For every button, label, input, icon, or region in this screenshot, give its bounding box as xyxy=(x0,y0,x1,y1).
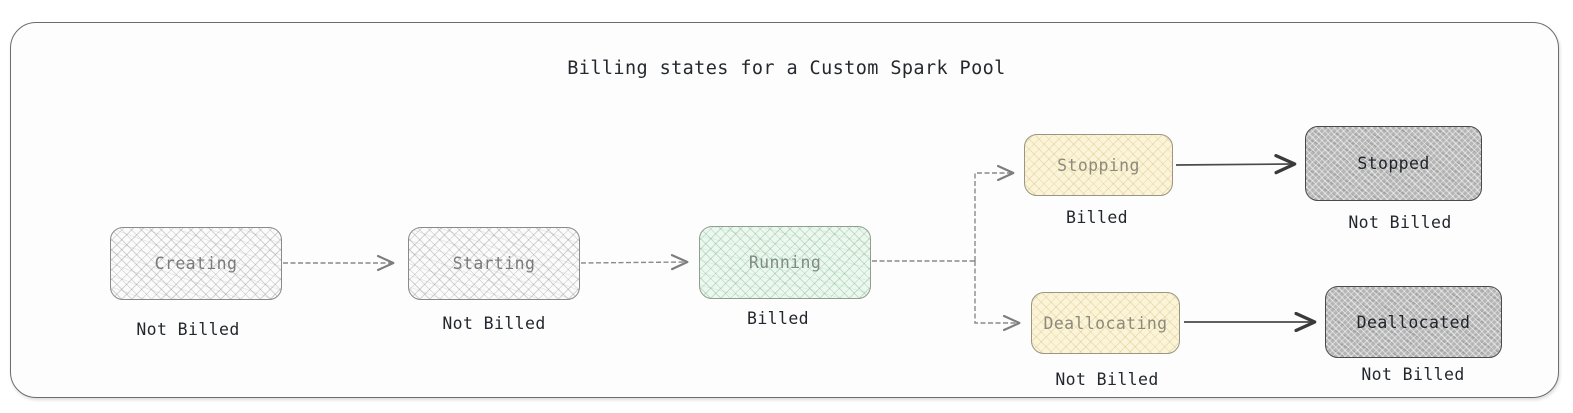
state-node-label: Starting xyxy=(452,254,536,273)
state-node-deallocating[interactable]: Deallocating xyxy=(1031,292,1180,354)
state-node-starting[interactable]: Starting xyxy=(408,227,580,300)
state-node-label: Running xyxy=(748,253,822,272)
billing-label-deallocating: Not Billed xyxy=(1055,370,1159,389)
billing-label-starting: Not Billed xyxy=(442,314,546,333)
edge-stopping-to-stopped xyxy=(1175,154,1297,175)
state-node-label: Creating xyxy=(154,254,238,273)
billing-label-deallocated: Not Billed xyxy=(1361,365,1465,384)
state-node-label: Deallocated xyxy=(1356,312,1471,332)
state-node-label: Deallocating xyxy=(1043,313,1168,333)
state-node-deallocated[interactable]: Deallocated xyxy=(1325,286,1502,358)
state-node-creating[interactable]: Creating xyxy=(110,227,282,300)
billing-label-running: Billed xyxy=(746,309,809,328)
state-node-stopped[interactable]: Stopped xyxy=(1305,126,1482,201)
state-node-label: Stopped xyxy=(1357,154,1430,173)
diagram-title: Billing states for a Custom Spark Pool xyxy=(567,58,1006,79)
billing-label-stopping: Billed xyxy=(1065,208,1128,227)
edge-running-to-deallocating xyxy=(974,261,1021,332)
billing-label-stopped: Not Billed xyxy=(1348,213,1452,232)
edge-starting-to-running xyxy=(580,254,689,271)
edge-running-to-stopping xyxy=(974,164,1015,261)
diagram-frame xyxy=(10,22,1559,398)
state-node-stopping[interactable]: Stopping xyxy=(1024,134,1173,196)
state-node-label: Stopping xyxy=(1057,155,1140,175)
state-node-running[interactable]: Running xyxy=(699,226,871,299)
billing-label-creating: Not Billed xyxy=(136,320,240,339)
